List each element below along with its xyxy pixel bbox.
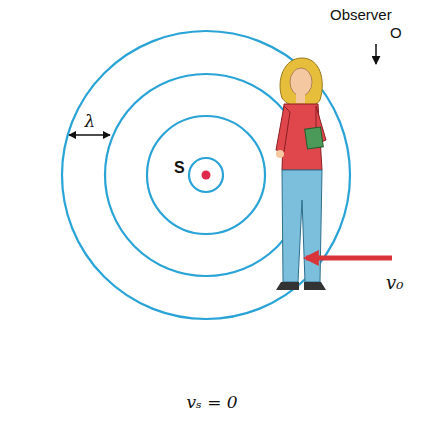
observer-figure — [276, 58, 326, 290]
source-letter: S — [174, 159, 185, 177]
wavelength-symbol: λ — [85, 111, 96, 131]
source-velocity-label: vₛ = 0 — [186, 392, 237, 412]
velocity-arrow — [306, 256, 392, 261]
wavefronts — [62, 31, 350, 319]
source-dot — [202, 171, 211, 180]
observer-label: Observer — [330, 6, 392, 23]
observer-letter: O — [390, 24, 402, 41]
observer-pointer — [375, 44, 377, 64]
wavelength-arrow — [69, 134, 110, 135]
velocity-label: v₀ — [386, 272, 403, 293]
